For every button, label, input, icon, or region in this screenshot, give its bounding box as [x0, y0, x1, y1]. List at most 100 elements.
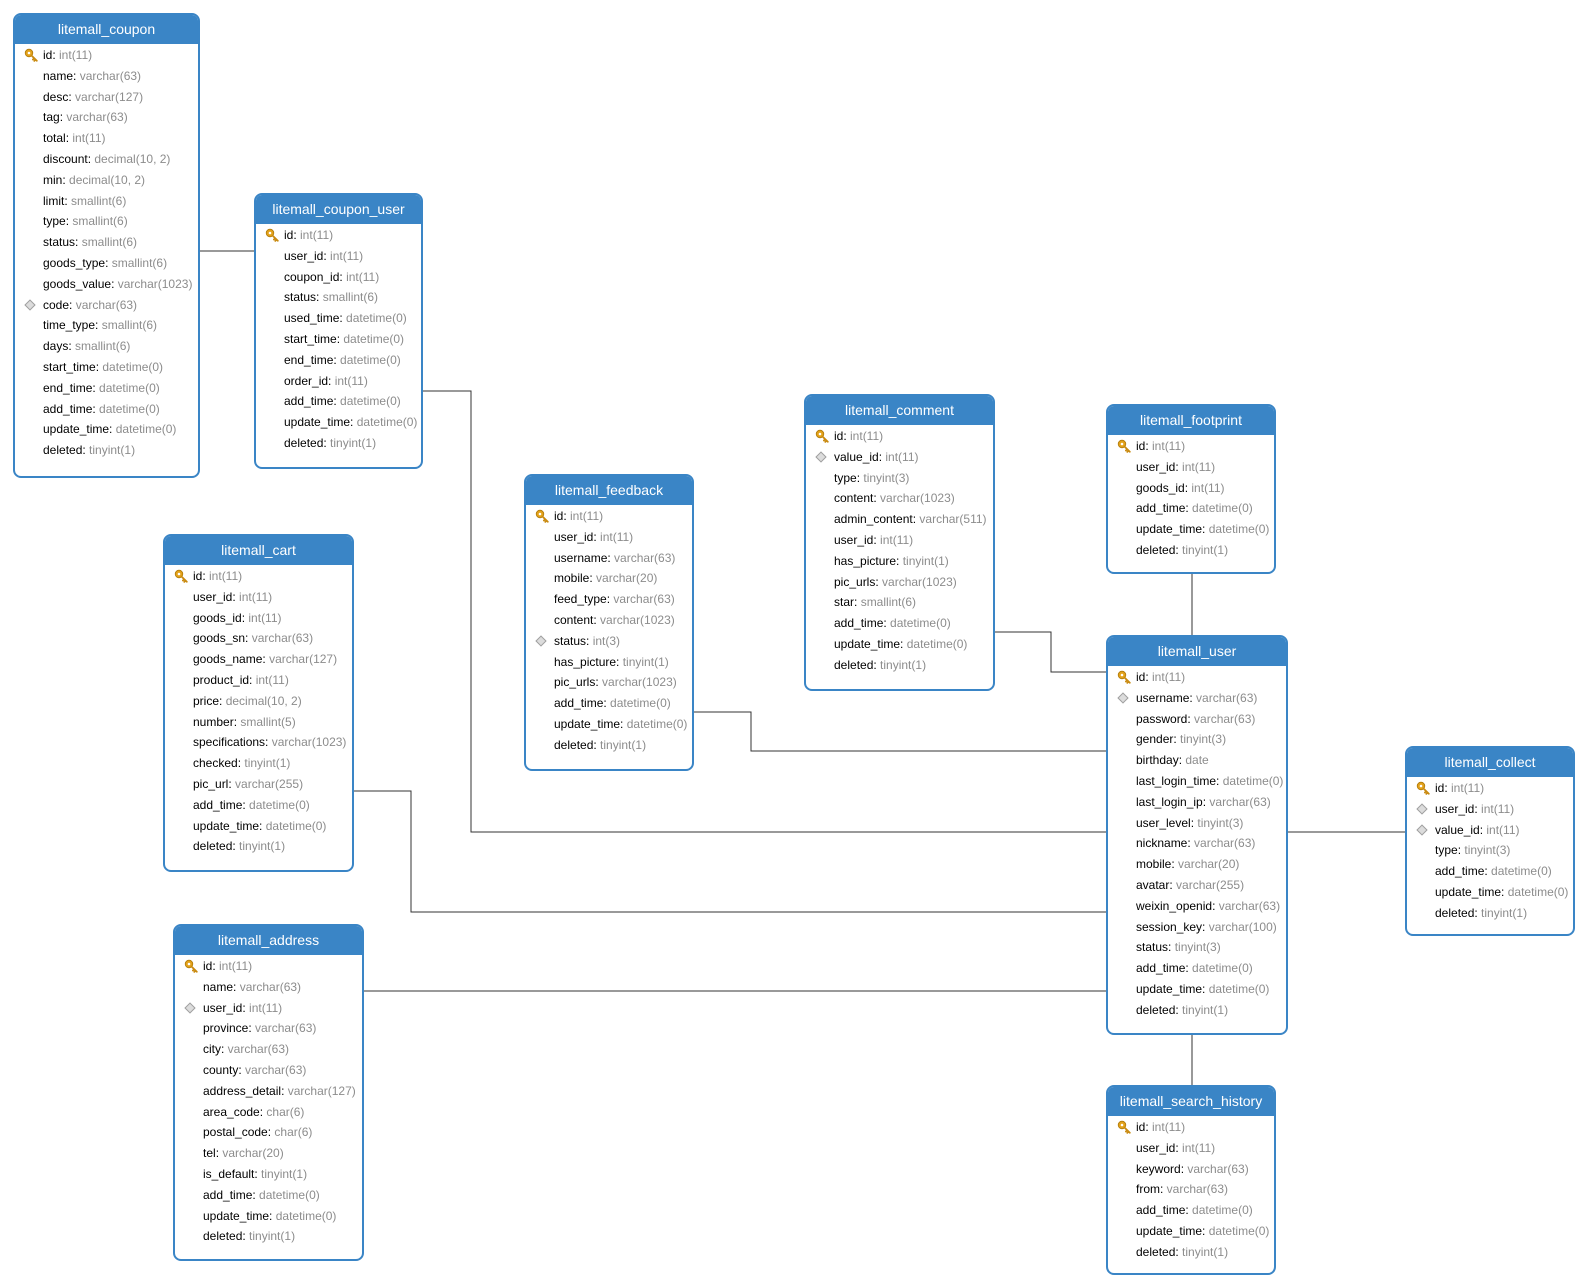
field-row[interactable]: mobile: varchar(20) [1108, 854, 1286, 875]
field-row[interactable]: goods_id: int(11) [1108, 478, 1274, 499]
field-row[interactable]: address_detail: varchar(127) [175, 1081, 362, 1102]
field-row[interactable]: add_time: datetime(0) [1108, 958, 1286, 979]
field-row[interactable]: user_id: int(11) [175, 998, 362, 1019]
field-row[interactable]: deleted: tinyint(1) [806, 655, 993, 676]
field-row[interactable]: deleted: tinyint(1) [15, 440, 198, 461]
field-row[interactable]: deleted: tinyint(1) [526, 735, 692, 756]
field-row[interactable]: deleted: tinyint(1) [165, 836, 352, 857]
field-row[interactable]: user_id: int(11) [165, 587, 352, 608]
field-row[interactable]: birthday: date [1108, 750, 1286, 771]
field-row[interactable]: id: int(11) [1108, 436, 1274, 457]
field-row[interactable]: is_default: tinyint(1) [175, 1164, 362, 1185]
field-row[interactable]: mobile: varchar(20) [526, 568, 692, 589]
field-row[interactable]: discount: decimal(10, 2) [15, 149, 198, 170]
field-row[interactable]: id: int(11) [806, 426, 993, 447]
field-row[interactable]: password: varchar(63) [1108, 709, 1286, 730]
field-row[interactable]: id: int(11) [1108, 1117, 1274, 1138]
field-row[interactable]: type: tinyint(3) [1407, 840, 1573, 861]
field-row[interactable]: name: varchar(63) [15, 66, 198, 87]
field-row[interactable]: deleted: tinyint(1) [1108, 1242, 1274, 1263]
field-row[interactable]: name: varchar(63) [175, 977, 362, 998]
field-row[interactable]: status: smallint(6) [256, 287, 421, 308]
field-row[interactable]: goods_sn: varchar(63) [165, 628, 352, 649]
field-row[interactable]: start_time: datetime(0) [15, 357, 198, 378]
field-row[interactable]: product_id: int(11) [165, 670, 352, 691]
field-row[interactable]: tag: varchar(63) [15, 107, 198, 128]
field-row[interactable]: update_time: datetime(0) [256, 412, 421, 433]
table-litemall-cart[interactable]: litemall_cart id: int(11)user_id: int(11… [163, 534, 354, 872]
field-row[interactable]: value_id: int(11) [806, 447, 993, 468]
field-row[interactable]: goods_value: varchar(1023) [15, 274, 198, 295]
field-row[interactable]: username: varchar(63) [526, 548, 692, 569]
field-row[interactable]: pic_urls: varchar(1023) [526, 672, 692, 693]
table-litemall-feedback[interactable]: litemall_feedback id: int(11)user_id: in… [524, 474, 694, 771]
field-row[interactable]: has_picture: tinyint(1) [526, 652, 692, 673]
field-row[interactable]: code: varchar(63) [15, 295, 198, 316]
field-row[interactable]: deleted: tinyint(1) [256, 433, 421, 454]
field-row[interactable]: order_id: int(11) [256, 371, 421, 392]
field-row[interactable]: type: smallint(6) [15, 211, 198, 232]
field-row[interactable]: nickname: varchar(63) [1108, 833, 1286, 854]
field-row[interactable]: content: varchar(1023) [806, 488, 993, 509]
field-row[interactable]: update_time: datetime(0) [1407, 882, 1573, 903]
field-row[interactable]: update_time: datetime(0) [15, 419, 198, 440]
field-row[interactable]: deleted: tinyint(1) [1108, 540, 1274, 561]
table-litemall-coupon-user[interactable]: litemall_coupon_user id: int(11)user_id:… [254, 193, 423, 469]
field-row[interactable]: update_time: datetime(0) [526, 714, 692, 735]
field-row[interactable]: last_login_time: datetime(0) [1108, 771, 1286, 792]
field-row[interactable]: province: varchar(63) [175, 1018, 362, 1039]
field-row[interactable]: user_id: int(11) [806, 530, 993, 551]
field-row[interactable]: update_time: datetime(0) [1108, 979, 1286, 1000]
field-row[interactable]: city: varchar(63) [175, 1039, 362, 1060]
field-row[interactable]: price: decimal(10, 2) [165, 691, 352, 712]
field-row[interactable]: area_code: char(6) [175, 1102, 362, 1123]
table-litemall-search-history[interactable]: litemall_search_history id: int(11)user_… [1106, 1085, 1276, 1275]
field-row[interactable]: update_time: datetime(0) [1108, 1221, 1274, 1242]
field-row[interactable]: start_time: datetime(0) [256, 329, 421, 350]
field-row[interactable]: id: int(11) [526, 506, 692, 527]
field-row[interactable]: used_time: datetime(0) [256, 308, 421, 329]
field-row[interactable]: deleted: tinyint(1) [1407, 903, 1573, 924]
field-row[interactable]: user_id: int(11) [526, 527, 692, 548]
field-row[interactable]: star: smallint(6) [806, 592, 993, 613]
table-litemall-coupon[interactable]: litemall_coupon id: int(11)name: varchar… [13, 13, 200, 478]
field-row[interactable]: avatar: varchar(255) [1108, 875, 1286, 896]
field-row[interactable]: gender: tinyint(3) [1108, 729, 1286, 750]
field-row[interactable]: add_time: datetime(0) [1407, 861, 1573, 882]
field-row[interactable]: user_id: int(11) [1108, 1138, 1274, 1159]
field-row[interactable]: desc: varchar(127) [15, 87, 198, 108]
field-row[interactable]: has_picture: tinyint(1) [806, 551, 993, 572]
field-row[interactable]: number: smallint(5) [165, 712, 352, 733]
field-row[interactable]: keyword: varchar(63) [1108, 1159, 1274, 1180]
field-row[interactable]: admin_content: varchar(511) [806, 509, 993, 530]
field-row[interactable]: add_time: datetime(0) [165, 795, 352, 816]
field-row[interactable]: id: int(11) [1407, 778, 1573, 799]
field-row[interactable]: pic_urls: varchar(1023) [806, 572, 993, 593]
field-row[interactable]: status: smallint(6) [15, 232, 198, 253]
field-row[interactable]: coupon_id: int(11) [256, 267, 421, 288]
field-row[interactable]: tel: varchar(20) [175, 1143, 362, 1164]
table-litemall-address[interactable]: litemall_address id: int(11)name: varcha… [173, 924, 364, 1261]
table-litemall-user[interactable]: litemall_user id: int(11)username: varch… [1106, 635, 1288, 1035]
field-row[interactable]: id: int(11) [256, 225, 421, 246]
field-row[interactable]: total: int(11) [15, 128, 198, 149]
table-litemall-collect[interactable]: litemall_collect id: int(11)user_id: int… [1405, 746, 1575, 936]
field-row[interactable]: user_level: tinyint(3) [1108, 813, 1286, 834]
field-row[interactable]: end_time: datetime(0) [15, 378, 198, 399]
field-row[interactable]: user_id: int(11) [256, 246, 421, 267]
field-row[interactable]: update_time: datetime(0) [165, 816, 352, 837]
field-row[interactable]: status: tinyint(3) [1108, 937, 1286, 958]
field-row[interactable]: id: int(11) [165, 566, 352, 587]
field-row[interactable]: goods_id: int(11) [165, 608, 352, 629]
field-row[interactable]: add_time: datetime(0) [256, 391, 421, 412]
field-row[interactable]: add_time: datetime(0) [15, 399, 198, 420]
field-row[interactable]: end_time: datetime(0) [256, 350, 421, 371]
field-row[interactable]: checked: tinyint(1) [165, 753, 352, 774]
field-row[interactable]: time_type: smallint(6) [15, 315, 198, 336]
field-row[interactable]: user_id: int(11) [1108, 457, 1274, 478]
field-row[interactable]: feed_type: varchar(63) [526, 589, 692, 610]
field-row[interactable]: deleted: tinyint(1) [1108, 1000, 1286, 1021]
field-row[interactable]: status: int(3) [526, 631, 692, 652]
field-row[interactable]: add_time: datetime(0) [1108, 1200, 1274, 1221]
field-row[interactable]: update_time: datetime(0) [1108, 519, 1274, 540]
